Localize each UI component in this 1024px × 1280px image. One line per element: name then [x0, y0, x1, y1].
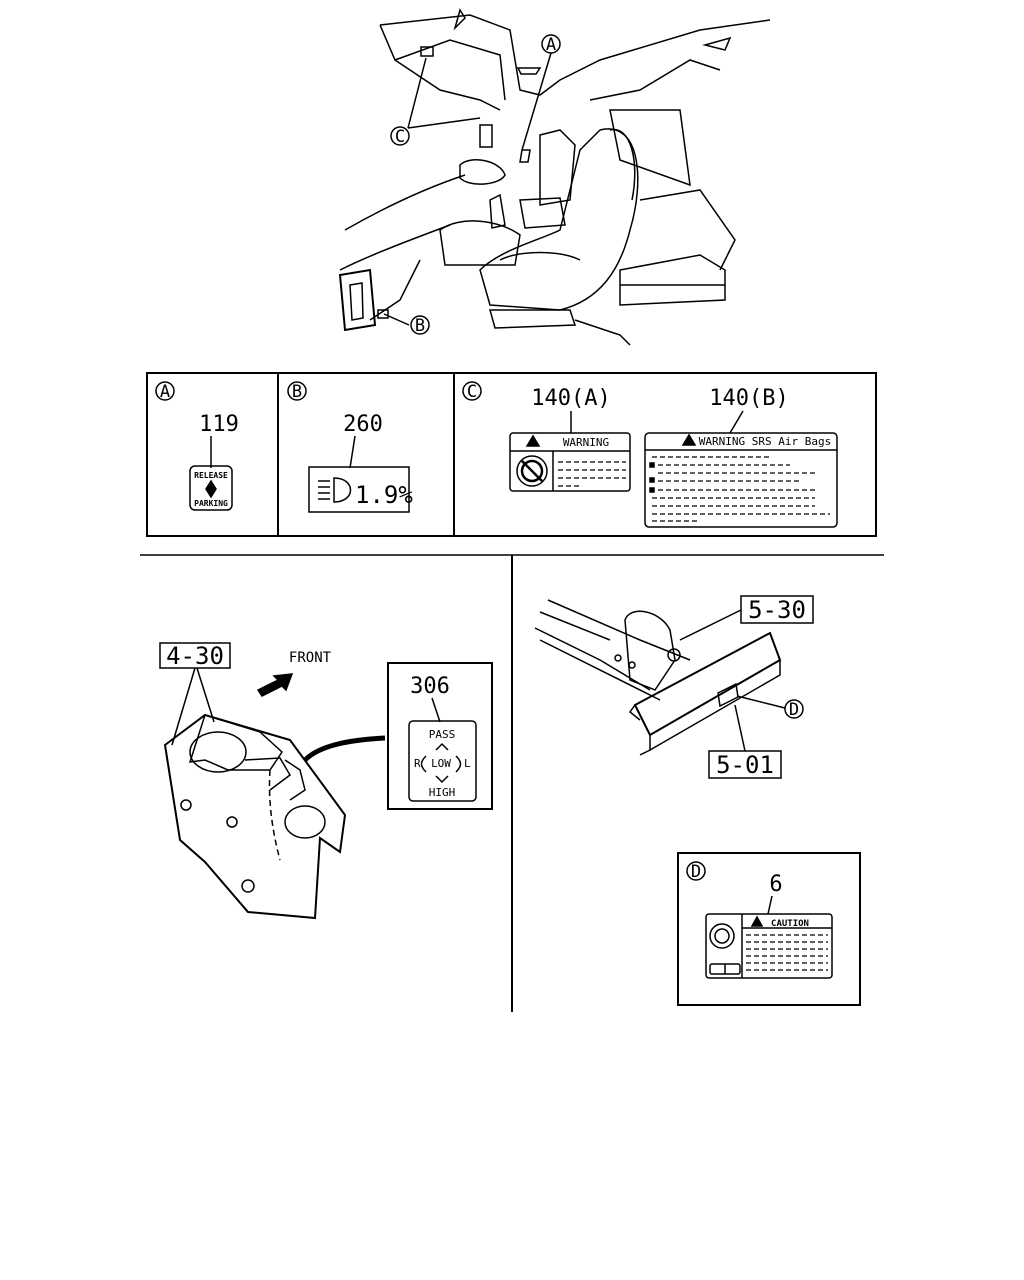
callout-c-letter: C [395, 127, 405, 147]
warning-label-140a [509, 432, 631, 492]
part-no-260: 260 [343, 412, 383, 437]
part-no-140b: 140(B) [709, 386, 788, 411]
headlamp-aim-label [308, 466, 410, 513]
part-no-6: 6 [769, 872, 782, 897]
pass-text: PASS [429, 728, 456, 741]
detail-d: D 6 CAUTION [677, 852, 861, 1006]
warning-triangle-icon [681, 433, 697, 446]
callout-b: B [410, 315, 430, 336]
no-child-seat-icon [516, 455, 548, 487]
frame-callout-d: D [789, 700, 799, 720]
high-text: HIGH [429, 786, 456, 799]
right-text: R [414, 757, 421, 770]
warning-triangle-icon [525, 434, 541, 447]
label-table [146, 372, 877, 537]
warning-140b-heading: WARNING SRS Air Bags [699, 435, 831, 448]
headlamp-readout: 1.9% [355, 481, 413, 509]
diamond-icon [205, 479, 217, 499]
callout-c: C [390, 126, 410, 147]
caution-heading: CAUTION [771, 919, 809, 929]
text-placeholder-lines [652, 456, 830, 522]
section-b-marker: B [292, 382, 302, 402]
switch-view: 4-30 FRONT 306 PASS R LOW L HIGH [159, 642, 493, 920]
left-bracket-icon [420, 755, 427, 773]
section-b: B 260 1.9% [287, 381, 413, 513]
part-no-119: 119 [199, 412, 239, 437]
section-c-marker: C [467, 382, 477, 402]
text-placeholder-lines [746, 934, 828, 971]
front-arrow-icon [256, 673, 294, 697]
callout-b-letter: B [415, 316, 425, 336]
ref-5-01: 5-01 [716, 751, 774, 779]
label-parking-text: PARKING [194, 499, 228, 508]
front-direction-label: FRONT [289, 650, 332, 666]
ref-5-30: 5-30 [748, 596, 806, 624]
text-placeholder-lines [558, 461, 626, 487]
label-release-text: RELEASE [194, 471, 228, 480]
section-c: C 140(A) WARNING 140(B) WARNING SRS Air … [462, 381, 838, 528]
right-bracket-icon [455, 755, 462, 773]
detail-box-306 [387, 662, 493, 810]
callout-a-letter: A [546, 35, 556, 55]
caution-label [705, 913, 833, 979]
part-no-306: 306 [410, 674, 450, 699]
detail-d-marker: D [691, 862, 701, 882]
part-no-140a: 140(A) [531, 386, 610, 411]
up-chevron-icon [435, 742, 449, 751]
cab-interior-illustration [338, 8, 771, 346]
dial-icon [709, 923, 735, 949]
warning-label-140b [644, 432, 838, 528]
caution-triangle-icon [750, 915, 764, 927]
warning-140a-heading: WARNING [563, 436, 609, 449]
ref-4-30: 4-30 [166, 642, 224, 670]
left-text: L [464, 757, 471, 770]
section-a-marker: A [160, 382, 170, 402]
callout-a: A [541, 34, 561, 55]
ref-box-5-30 [740, 595, 814, 624]
dimmer-switch-label [408, 720, 477, 802]
headlamp-icon [318, 477, 352, 503]
parking-release-label [189, 465, 233, 511]
section-a: A 119 RELEASE PARKING [155, 381, 239, 511]
down-chevron-icon [435, 775, 449, 784]
low-text: LOW [431, 757, 451, 770]
frame-view: 5-30 5-01 D [534, 595, 814, 779]
